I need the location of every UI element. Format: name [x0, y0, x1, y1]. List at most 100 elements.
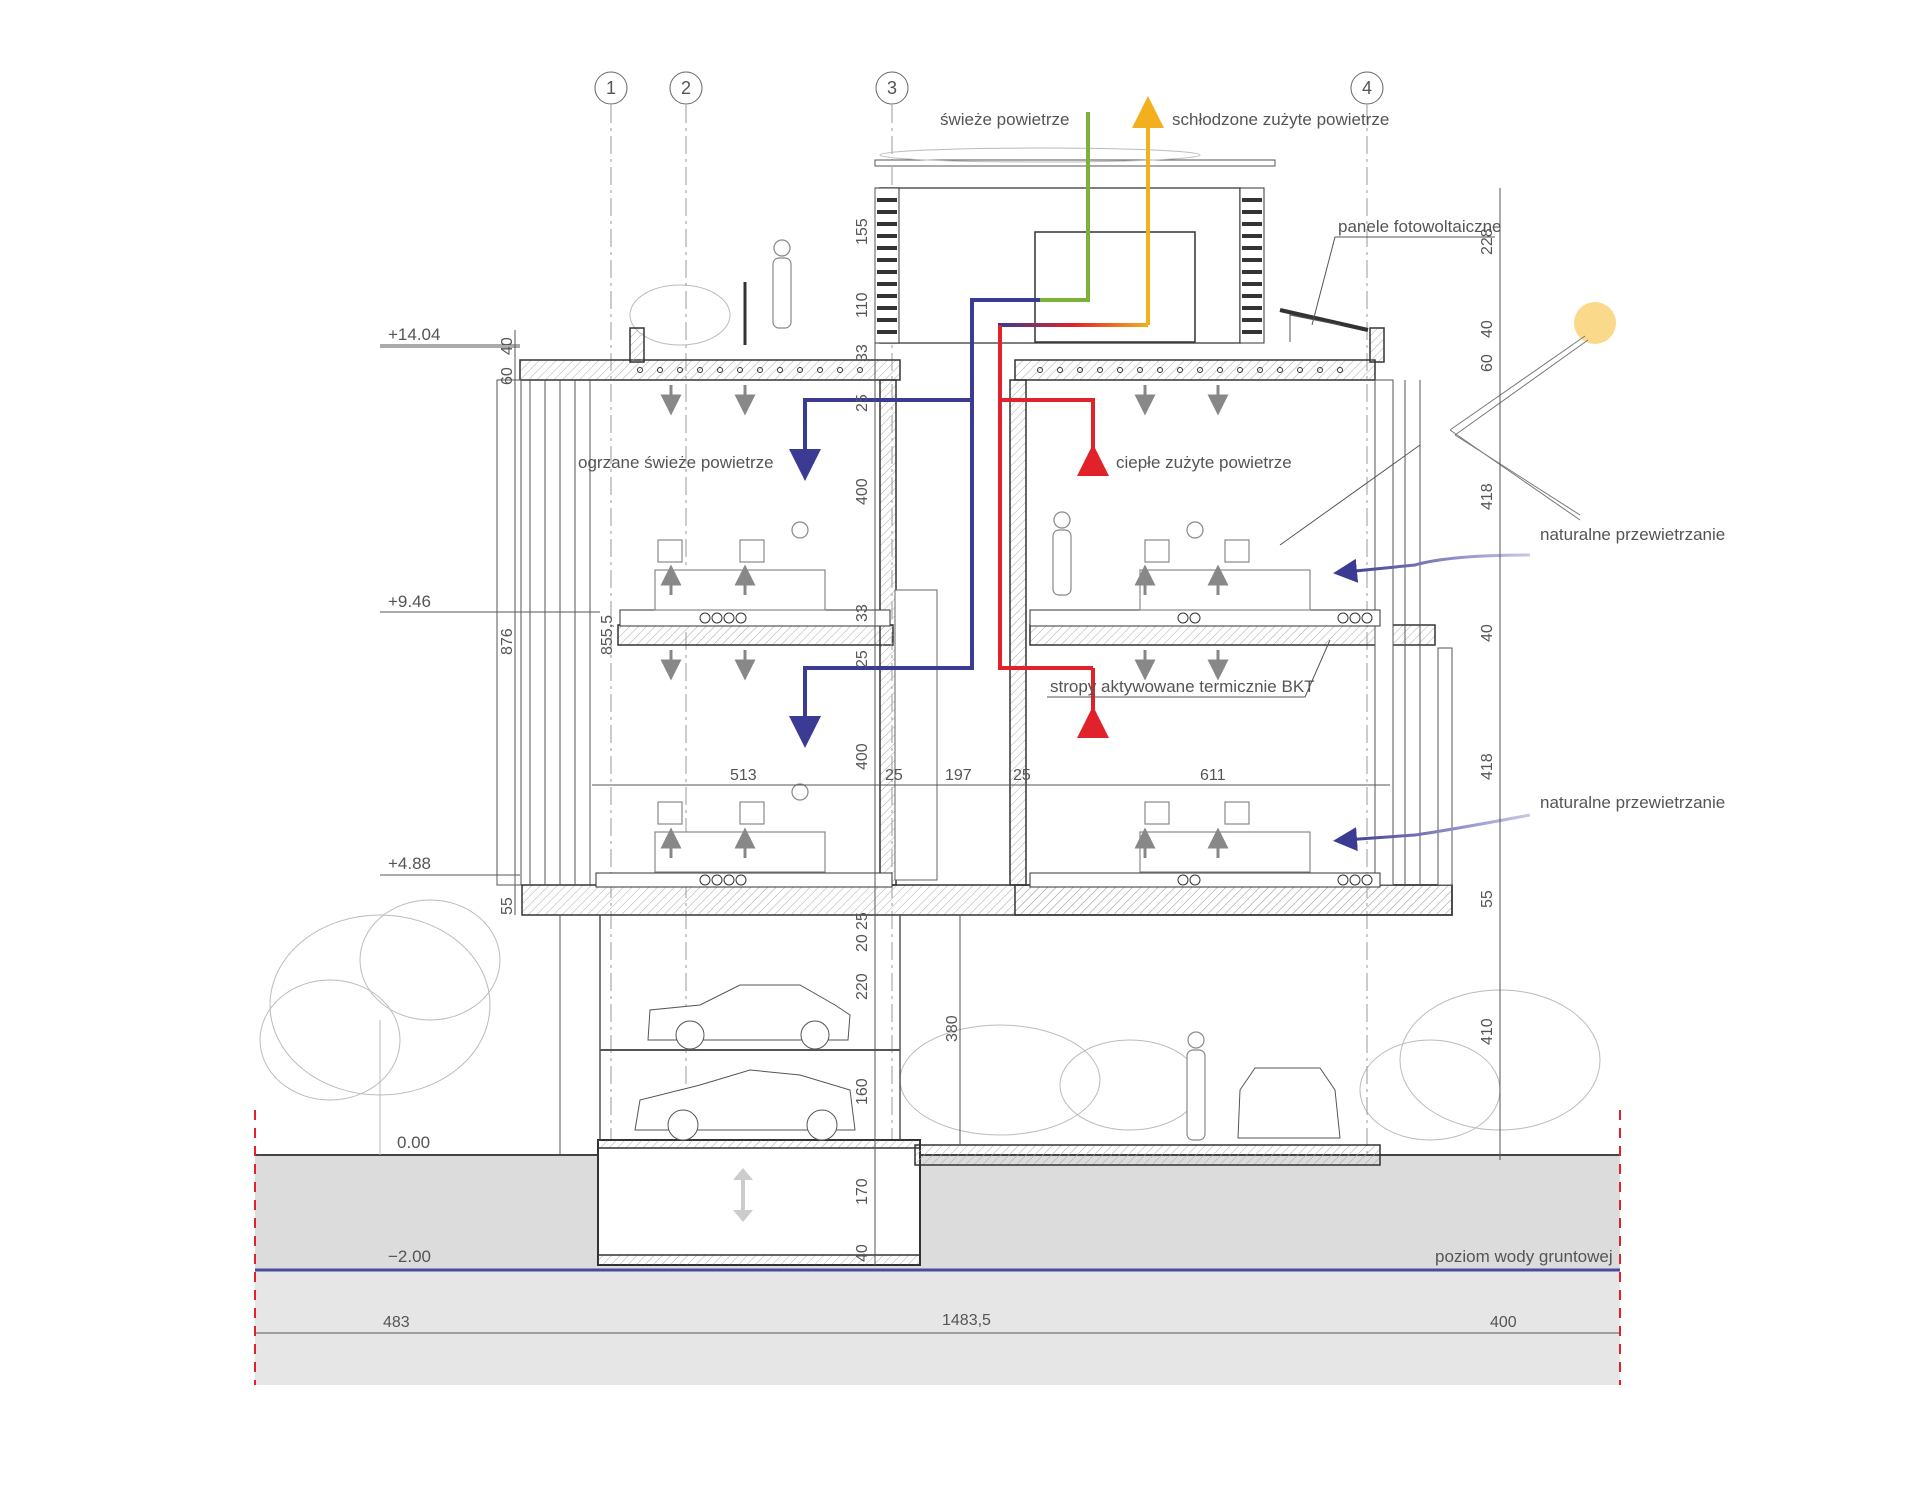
label-warm-exhaust-air: ciepłe zużyte powietrze	[1116, 453, 1292, 472]
parapet-left	[629, 327, 645, 363]
dim-55b: 55	[1479, 890, 1496, 908]
label-bkt-slabs: stropy aktywowane termicznie BKT	[1050, 677, 1315, 696]
dim-33b: 33	[854, 604, 871, 622]
svg-text:−2.00: −2.00	[388, 1247, 431, 1266]
person-figure	[1052, 511, 1072, 596]
facade-right	[1374, 379, 1453, 886]
supply-arrows	[660, 385, 1229, 858]
lift-arrow-icon	[733, 1168, 753, 1222]
label-natural-vent-1: naturalne przewietrzanie	[1540, 525, 1725, 544]
pit-bottom	[597, 1254, 921, 1266]
label-fresh-air: świeże powietrze	[940, 110, 1069, 129]
level-marker-basement: −2.00	[388, 1247, 431, 1266]
dim-220: 220	[854, 973, 871, 1000]
dim-611: 611	[1200, 767, 1226, 784]
tree-left	[259, 899, 501, 1155]
ground-slab	[914, 1144, 1381, 1166]
label-cooled-exhaust: schłodzone zużyte powietrze	[1172, 110, 1389, 129]
dim-400a: 400	[854, 478, 871, 505]
level-marker-second: +9.46	[380, 592, 600, 613]
roof-slab-right	[1014, 359, 1376, 381]
svg-text:+14.04: +14.04	[388, 325, 440, 344]
bkt-pipes	[637, 367, 1373, 886]
pv-leader	[1311, 236, 1336, 326]
car-upper	[647, 984, 851, 1050]
dim-1483-5: 1483,5	[942, 1312, 991, 1329]
dim-110: 110	[854, 292, 871, 318]
pv-panel	[1279, 308, 1369, 342]
axis-lines	[610, 105, 1368, 1155]
dim-513: 513	[730, 767, 757, 784]
label-heated-fresh-air: ogrzane świeże powietrze	[578, 453, 774, 472]
roof-slab-left	[519, 359, 901, 381]
label-groundwater: poziom wody gruntowej	[1435, 1247, 1613, 1266]
level-marker-ground: 0.00	[397, 1133, 430, 1152]
svg-text:+4.88: +4.88	[388, 854, 431, 873]
dim-418a: 418	[1479, 483, 1496, 510]
dim-40c: 40	[1479, 320, 1496, 338]
facade-left	[496, 379, 591, 886]
sun-rays	[1449, 335, 1589, 521]
label-pv-panels: panele fotowoltaiczne	[1338, 217, 1502, 236]
dim-400b: 400	[854, 743, 871, 770]
vent-leader	[1279, 444, 1421, 546]
shaft-door	[894, 589, 938, 881]
raised-floor-1-right	[1029, 872, 1381, 888]
label-natural-vent-2: naturalne przewietrzanie	[1540, 793, 1725, 812]
dim-40b: 40	[499, 337, 516, 355]
lower-ground-fill	[255, 1270, 1620, 1385]
parking-pit	[597, 1139, 921, 1266]
workstations-lower-left	[654, 783, 826, 873]
car-lower	[634, 1069, 856, 1141]
raised-floor-2-right	[1029, 609, 1381, 627]
dim-40a: 40	[854, 1244, 871, 1262]
slab-2-right	[1029, 624, 1436, 646]
dim-483: 483	[383, 1314, 410, 1331]
level-marker-top: +14.04	[380, 325, 520, 348]
core-wall-left	[879, 379, 897, 886]
dim-855-5: 855,5	[599, 615, 616, 655]
axis-bubble-2: 2	[669, 71, 703, 105]
dim-197: 197	[945, 767, 972, 784]
dim-876: 876	[499, 628, 516, 655]
slab-1-right	[1014, 884, 1453, 916]
workstations-upper-right	[1139, 521, 1311, 611]
raised-floor-2-left	[619, 609, 891, 627]
slab-2-left	[617, 624, 894, 646]
plant-roof	[629, 284, 731, 346]
car-front	[1237, 1067, 1341, 1139]
workstations-upper-left	[654, 521, 826, 611]
dim-40d: 40	[1479, 624, 1496, 642]
dim-25c: 25	[885, 767, 903, 784]
dim-400c: 400	[1490, 1314, 1517, 1331]
svg-text:+9.46: +9.46	[388, 592, 431, 611]
workstations-lower-right	[1139, 801, 1311, 873]
dim-170: 170	[854, 1178, 871, 1205]
raised-floor-1-left	[595, 872, 893, 888]
dim-155: 155	[854, 218, 871, 245]
dim-25b: 25	[854, 650, 871, 668]
svg-text:3: 3	[887, 78, 897, 98]
person-ground	[1186, 1031, 1206, 1141]
svg-text:1: 1	[606, 78, 616, 98]
dim-418b: 418	[1479, 753, 1496, 780]
duct-fresh-air	[1040, 112, 1090, 302]
dim-160: 160	[854, 1078, 871, 1105]
natural-vent-arrow-1	[1333, 553, 1531, 583]
duct-warm-exhaust-riser	[998, 325, 1093, 670]
dim-25e: 25	[854, 912, 871, 930]
dim-228: 228	[1479, 228, 1496, 255]
axis-bubble-3: 3	[875, 71, 909, 105]
duct-heated-fresh-lower	[789, 400, 974, 748]
bkt-leader	[1047, 639, 1331, 698]
axis-bubble-1: 1	[594, 71, 628, 105]
parapet-right	[1369, 327, 1385, 363]
level-marker-first: +4.88	[380, 854, 520, 876]
dim-380: 380	[944, 1015, 961, 1042]
dim-20: 20	[854, 934, 871, 952]
person-roof	[772, 239, 792, 329]
svg-text:4: 4	[1362, 78, 1372, 98]
core-wall-right	[1009, 379, 1027, 886]
axis-bubble-4: 4	[1350, 71, 1384, 105]
